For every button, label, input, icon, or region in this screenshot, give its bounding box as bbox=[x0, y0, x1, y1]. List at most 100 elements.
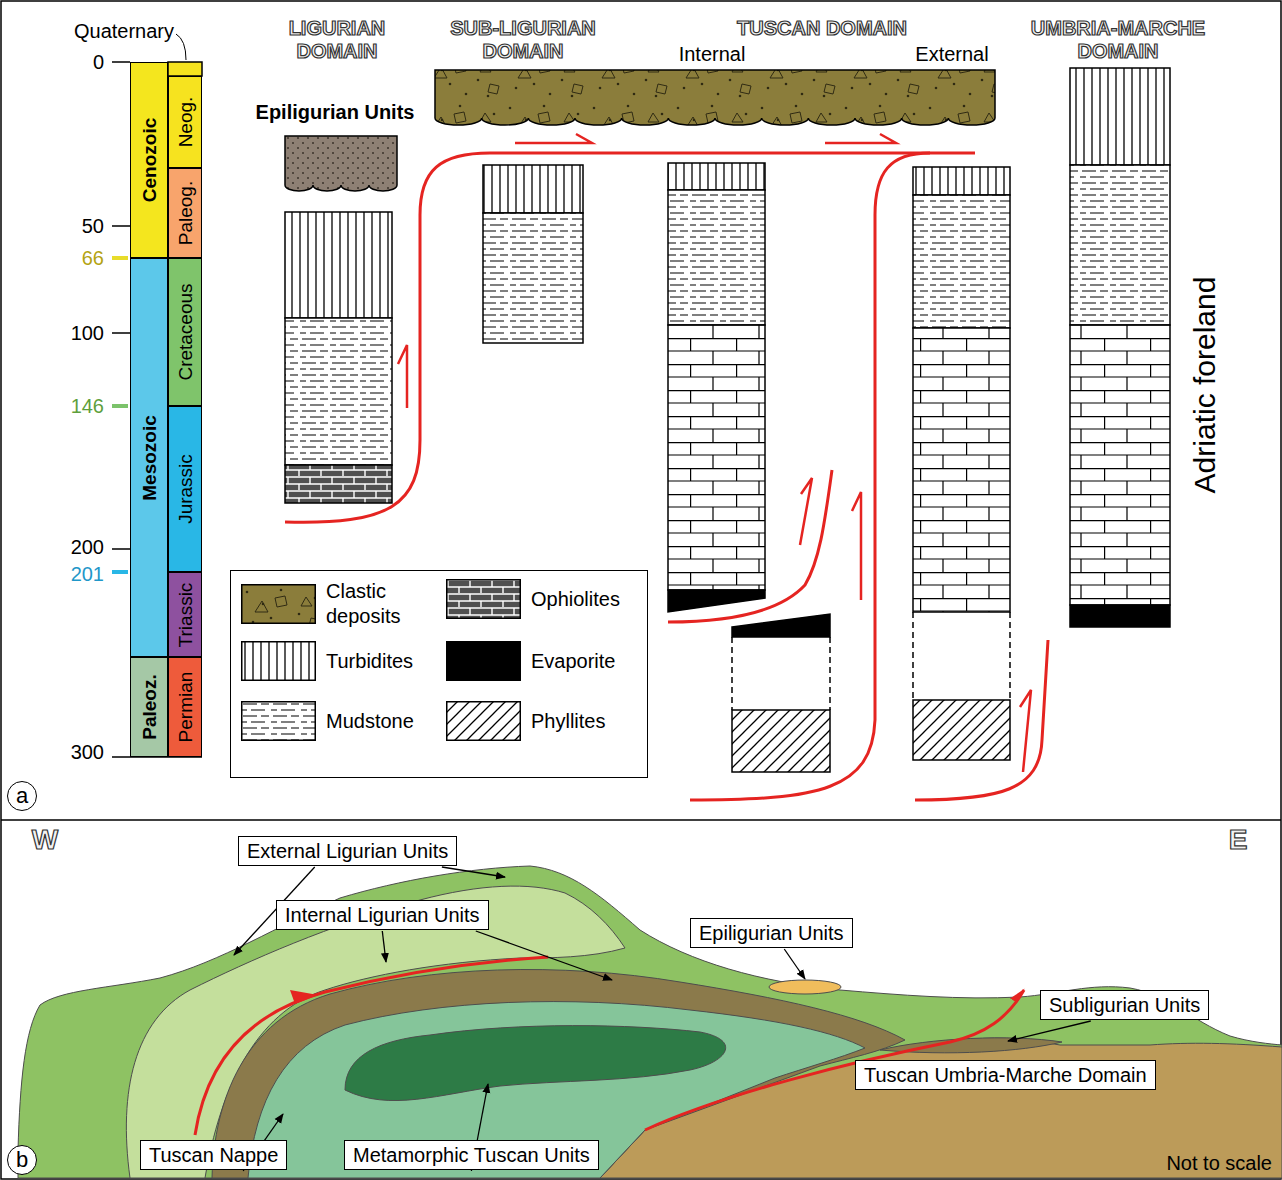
leader-line bbox=[442, 867, 505, 877]
legend-swatch bbox=[241, 641, 316, 681]
legend-item: Phyllites bbox=[446, 701, 641, 741]
unit-name: External Ligurian Units bbox=[247, 840, 448, 862]
age-number: 300 bbox=[71, 741, 104, 764]
legend-swatch bbox=[446, 701, 521, 741]
clastic-band bbox=[435, 70, 995, 125]
unit-label-box: Metamorphic Tuscan Units bbox=[344, 1140, 599, 1170]
domain-heading: LIGURIAN DOMAIN bbox=[262, 17, 412, 63]
age-number: 66 bbox=[82, 247, 104, 270]
age-ticks bbox=[112, 62, 202, 757]
metamorphic-body bbox=[345, 1026, 726, 1101]
time-scale bbox=[112, 34, 202, 757]
swatch-fill bbox=[242, 585, 316, 624]
subdomain-label: Internal bbox=[679, 43, 746, 66]
legend-text: Evaporite bbox=[531, 649, 641, 674]
age-tick bbox=[112, 570, 128, 574]
age-number: 50 bbox=[82, 215, 104, 238]
leader-line bbox=[382, 931, 386, 962]
legend-swatch bbox=[446, 641, 521, 681]
time-unit-name: Cenozoic bbox=[140, 118, 159, 202]
leader-lines bbox=[234, 867, 1091, 1171]
epiligurian-block bbox=[285, 136, 397, 191]
leader-line bbox=[784, 949, 805, 979]
mudstone-layer bbox=[483, 213, 583, 343]
turbidite-layer bbox=[483, 165, 583, 213]
compass-letter: E bbox=[1229, 824, 1248, 856]
unit-name: Internal Ligurian Units bbox=[285, 904, 480, 926]
time-unit-name: Paleoz. bbox=[140, 674, 159, 739]
unit-name: Epiligurian Units bbox=[699, 922, 844, 944]
unit-label-box: Tuscan Umbria-Marche Domain bbox=[855, 1060, 1156, 1090]
mudstone-layer bbox=[1070, 165, 1170, 325]
unit-name: Metamorphic Tuscan Units bbox=[353, 1144, 590, 1166]
panel-letter-text: a bbox=[16, 785, 28, 807]
cross-section bbox=[18, 866, 1282, 1178]
legend-item: Ophiolites bbox=[446, 579, 641, 619]
age-number: 0 bbox=[93, 51, 104, 74]
legend-text: Mudstone bbox=[326, 709, 431, 734]
legend-swatch bbox=[241, 584, 316, 624]
legend-swatch bbox=[446, 579, 521, 619]
motion-arrow bbox=[398, 345, 407, 408]
unit-label-box: Subligurian Units bbox=[1040, 990, 1209, 1020]
era-box: Mesozoic bbox=[130, 258, 168, 657]
period-box: Cretaceous bbox=[168, 258, 202, 406]
limestone-layer bbox=[913, 328, 1010, 612]
legend-box: Clastic depositsTurbiditesMudstone Ophiol… bbox=[230, 570, 648, 778]
unit-label-box: External Ligurian Units bbox=[238, 836, 457, 866]
time-unit-name: Jurassic bbox=[176, 454, 195, 524]
evaporite-wedge bbox=[668, 590, 765, 612]
age-number: 200 bbox=[71, 536, 104, 559]
time-unit-name: Mesozoic bbox=[140, 415, 159, 501]
unit-label-box: Epiligurian Units bbox=[690, 918, 853, 948]
evaporite-layer bbox=[1070, 605, 1170, 627]
tuscan-nappe-body bbox=[248, 1002, 865, 1178]
leader-line bbox=[476, 931, 612, 980]
foreland-label: Adriatic foreland bbox=[1188, 277, 1223, 494]
unit-label: Epiligurian Units bbox=[256, 101, 415, 124]
leader-line bbox=[1008, 1021, 1091, 1041]
thrust-arrowhead bbox=[290, 990, 318, 1004]
era-box: Paleoz. bbox=[130, 657, 168, 757]
legend-item: Evaporite bbox=[446, 641, 641, 681]
panel-letter: b bbox=[7, 1145, 37, 1175]
period-box: Paleog. bbox=[168, 168, 202, 258]
age-tick bbox=[112, 404, 128, 408]
motion-arrow bbox=[1020, 690, 1031, 772]
compass-letter: W bbox=[32, 824, 58, 856]
evaporite-wedge bbox=[732, 614, 830, 637]
legend-item: Clastic deposits bbox=[241, 579, 431, 629]
external-ligurian-body bbox=[18, 866, 1282, 1178]
thrust-fault bbox=[668, 470, 832, 622]
motion-arrow bbox=[852, 492, 861, 600]
age-number: 146 bbox=[71, 395, 104, 418]
limestone-layer bbox=[1070, 325, 1170, 605]
mudstone-layer bbox=[285, 318, 392, 465]
tuscan-nappe-band bbox=[212, 970, 905, 1179]
period-label: Quaternary bbox=[74, 20, 174, 43]
legend-text: Phyllites bbox=[531, 709, 641, 734]
thrust-fault bbox=[285, 153, 975, 522]
thrust-fault bbox=[195, 957, 548, 1135]
period-box: Triassic bbox=[168, 572, 202, 657]
legend-item: Turbidites bbox=[241, 641, 431, 681]
thrust-fault bbox=[690, 153, 930, 800]
time-unit-name: Permian bbox=[176, 672, 195, 743]
domain-heading: UMBRIA-MARCHE DOMAIN bbox=[1008, 17, 1228, 63]
domain-heading: TUSCAN DOMAIN bbox=[737, 17, 907, 40]
age-tick bbox=[112, 256, 128, 260]
swatch-fill bbox=[242, 702, 316, 741]
unit-label-box: Internal Ligurian Units bbox=[276, 900, 489, 930]
epiligurian-lens bbox=[769, 980, 841, 994]
unit-name: Subligurian Units bbox=[1049, 994, 1200, 1016]
leader-line bbox=[176, 34, 186, 60]
turbidite-layer bbox=[285, 212, 392, 318]
mudstone-layer bbox=[668, 190, 765, 325]
turbidite-layer bbox=[1070, 68, 1170, 165]
panel-divider bbox=[1, 819, 1281, 821]
time-unit-name: Neog. bbox=[176, 97, 195, 148]
motion-arrow bbox=[515, 134, 592, 143]
